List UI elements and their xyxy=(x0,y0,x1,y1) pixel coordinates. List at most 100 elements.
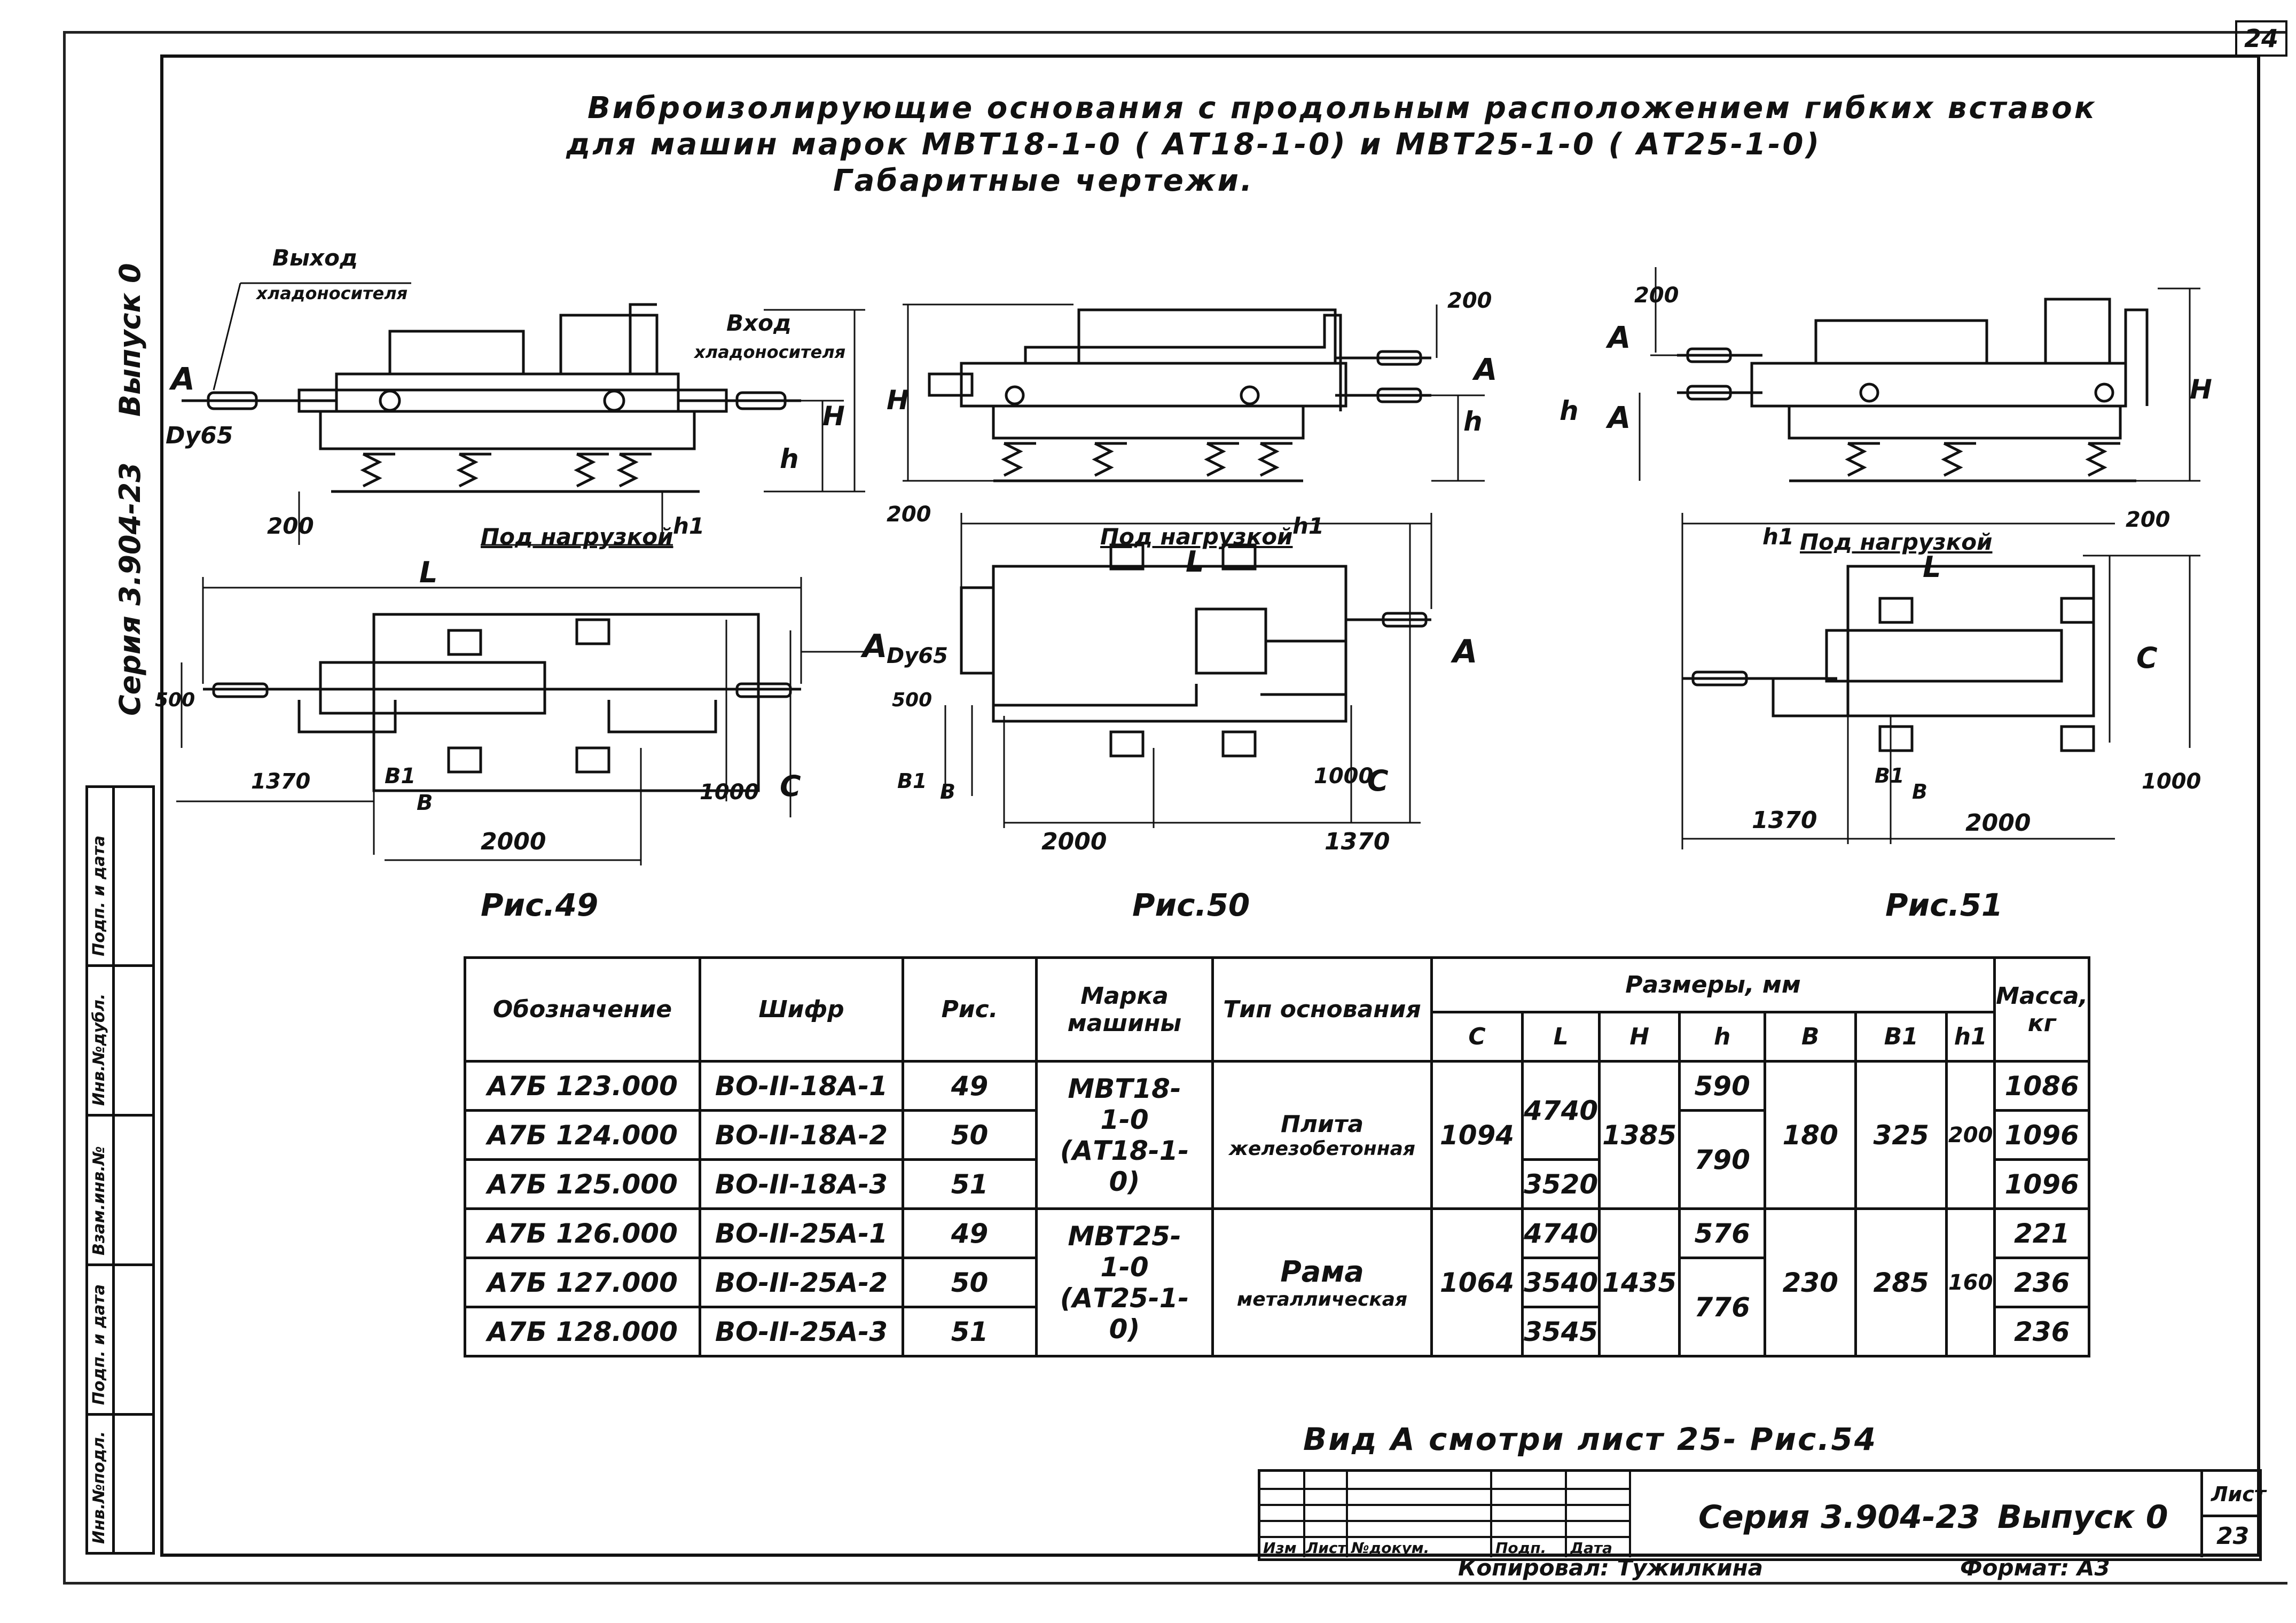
title-line-1: Виброизолирующие основания с продольным … xyxy=(587,91,2097,126)
fig50-C: C xyxy=(1367,764,1389,798)
cell-B-group2: 230 xyxy=(1764,1207,1858,1357)
figure-49-drawing xyxy=(176,282,865,865)
figure-49: Выход хладоносителя Вход хладоносителя A… xyxy=(155,235,919,898)
cell-fig: 51 xyxy=(902,1158,1038,1210)
stamp-issue: Выпуск 0 xyxy=(1997,1499,2168,1536)
cell-code: ВО-II-25А-3 xyxy=(699,1306,904,1357)
table-row: А7Б 123.000 ВО-II-18А-1 49 МВТ18-1-0 (АТ… xyxy=(464,1060,2091,1210)
th-C: C xyxy=(1430,1011,1524,1063)
fig50-dy: Dy65 xyxy=(887,644,948,668)
cell-code: ВО-II-25А-2 xyxy=(699,1257,904,1308)
fig49-2000: 2000 xyxy=(481,828,546,855)
cell-L-group2b: 3540 xyxy=(1521,1257,1601,1308)
cell-base-group2-line1: Рама xyxy=(1280,1254,1364,1289)
fig50-H: H xyxy=(887,385,909,416)
cell-h1-group2: 160 xyxy=(1945,1207,1996,1357)
fig49-inlet2: хладоносителя xyxy=(694,342,846,362)
cell-B1-group2: 285 xyxy=(1854,1207,1948,1357)
cell-h-group2b: 776 xyxy=(1678,1257,1767,1357)
th-h: h xyxy=(1678,1011,1767,1063)
th-sizes: Размеры, мм xyxy=(1430,956,1996,1013)
table-row: А7Б 127.000 ВО-II-25А-2 50 3540 776 236 xyxy=(464,1257,2091,1357)
th-machine: Марка машины xyxy=(1035,956,1214,1063)
th-fig: Рис. xyxy=(902,956,1038,1063)
cell-mass: 236 xyxy=(1993,1306,2091,1357)
inner-frame xyxy=(160,54,2260,1557)
fig49-B: B xyxy=(417,791,433,815)
cell-mass: 221 xyxy=(1993,1207,2091,1259)
fig51-L: L xyxy=(1923,550,1941,584)
spec-table: Обозначение Шифр Рис. Марка машины Тип о… xyxy=(464,956,2091,1357)
fig50-500: 500 xyxy=(892,689,932,711)
fig51-1370: 1370 xyxy=(1752,807,1817,834)
fig51-A1: A xyxy=(1608,321,1631,355)
cell-code: ВО-II-18А-3 xyxy=(699,1158,904,1210)
cell-h-group2a: 576 xyxy=(1678,1207,1767,1259)
fig49-h1: h1 xyxy=(673,513,705,539)
col-sign: Подп. xyxy=(1495,1539,1547,1557)
fig49-A-plan: A xyxy=(863,628,888,665)
cell-fig: 50 xyxy=(902,1257,1038,1308)
cell-L-group2c: 3545 xyxy=(1521,1306,1601,1357)
cell-C-group1: 1094 xyxy=(1430,1060,1524,1210)
fig49-500: 500 xyxy=(155,689,195,711)
cell-base-group1-line2: железобетонная xyxy=(1229,1137,1415,1160)
fig50-B: B xyxy=(940,780,955,803)
fig51-A2: A xyxy=(1608,401,1631,435)
binding-strip xyxy=(85,785,155,1555)
cell-base-group2: Рама металлическая xyxy=(1211,1207,1433,1357)
th-h1: h1 xyxy=(1945,1011,1996,1063)
fig49-arrow-a: A xyxy=(171,361,195,397)
cell-designation: А7Б 124.000 xyxy=(464,1109,701,1161)
cell-h1-group1: 200 xyxy=(1945,1060,1996,1210)
fig49-1370: 1370 xyxy=(251,769,311,794)
revision-grid xyxy=(1260,1472,1631,1557)
strip-label-4: Подп. и дата xyxy=(90,1284,108,1405)
col-izm: Изм xyxy=(1263,1539,1297,1557)
fig50-200a: 200 xyxy=(1447,288,1492,313)
cell-h-group1b: 790 xyxy=(1678,1109,1767,1210)
cell-fig: 49 xyxy=(902,1207,1038,1259)
cell-mass: 1096 xyxy=(1993,1158,2091,1210)
figure-51: 200 A A h H h1 Под нагрузкой 200 L C B1 … xyxy=(1549,235,2232,898)
fig50-A: A xyxy=(1474,353,1498,387)
cell-H-group1: 1385 xyxy=(1598,1060,1681,1210)
cell-designation: А7Б 128.000 xyxy=(464,1306,701,1357)
cell-H-group2: 1435 xyxy=(1598,1207,1681,1357)
col-date: Дата xyxy=(1570,1539,1612,1557)
cell-L-group2a: 4740 xyxy=(1521,1207,1601,1259)
cell-base-group2-line2: металлическая xyxy=(1236,1288,1408,1310)
cell-machine-group2: МВТ25-1-0 (АТ25-1-0) xyxy=(1035,1207,1214,1357)
fig50-1000: 1000 xyxy=(1314,764,1374,789)
th-B1: B1 xyxy=(1854,1011,1948,1063)
cell-fig: 49 xyxy=(902,1060,1038,1112)
cell-designation: А7Б 126.000 xyxy=(464,1207,701,1259)
figure-50-drawing xyxy=(903,303,1485,828)
th-designation: Обозначение xyxy=(464,956,701,1063)
fig49-inlet: Вход xyxy=(726,310,792,336)
fig49-under-load: Под нагрузкой xyxy=(481,524,673,550)
title-block: Изм Лист №докум. Подп. Дата Серия 3.904-… xyxy=(1258,1469,2266,1561)
figure-50: H 200 A h 200 Под нагрузкой h1 L Dy65 A … xyxy=(887,235,1538,898)
fig51-B: B xyxy=(1912,780,1927,803)
sheet-number: 23 xyxy=(2216,1523,2250,1550)
cell-machine-group1: МВТ18-1-0 (АТ18-1-0) xyxy=(1035,1060,1214,1210)
fig50-under-load: Под нагрузкой xyxy=(1100,524,1293,550)
strip-label-3: Взам.инв.№ xyxy=(90,1146,108,1255)
fig49-h: h xyxy=(780,443,799,474)
fig50-h1: h1 xyxy=(1292,513,1325,539)
cell-C-group2: 1064 xyxy=(1430,1207,1524,1357)
fig51-2000: 2000 xyxy=(1965,809,2031,837)
cell-h-group1a: 590 xyxy=(1678,1060,1767,1112)
cell-designation: А7Б 127.000 xyxy=(464,1257,701,1308)
copied-by: Копировал: Тужилкина xyxy=(1458,1555,1763,1581)
format-label: Формат: А3 xyxy=(1960,1555,2110,1581)
cell-L-group1a: 4740 xyxy=(1521,1060,1601,1161)
fig51-h: h xyxy=(1560,395,1579,426)
cell-code: ВО-II-18А-1 xyxy=(699,1060,904,1112)
fig51-H: H xyxy=(2190,374,2212,405)
cell-mass: 1096 xyxy=(1993,1109,2091,1161)
fig50-h: h xyxy=(1463,406,1483,437)
fig51-B1: B1 xyxy=(1875,764,1905,787)
